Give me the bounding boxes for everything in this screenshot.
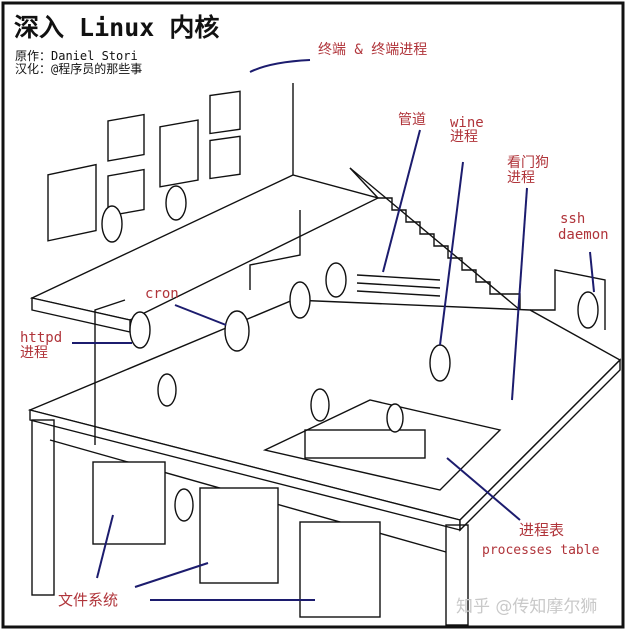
process-table-rug — [262, 399, 502, 491]
label-watchdog: 看门狗 — [507, 155, 549, 171]
terminal-screens — [47, 90, 241, 242]
leg — [445, 524, 469, 626]
watermark: 知乎 @传知摩尔狮 — [456, 597, 598, 617]
label-ssh: ssh — [560, 211, 586, 227]
label-ssh-daemon: daemon — [558, 227, 609, 243]
label-httpd: httpd — [20, 330, 63, 346]
file-cabinets — [92, 461, 381, 618]
label-wine: wine — [450, 115, 484, 131]
label-processes-table: processes table — [482, 543, 600, 558]
penguins — [101, 185, 599, 522]
leg — [31, 419, 55, 596]
label-watchdog-process: 进程 — [507, 170, 535, 186]
staircase — [349, 167, 521, 310]
pipes — [356, 274, 441, 297]
credit-original: 原作：Daniel Stori — [15, 49, 138, 63]
label-terminals: 终端 & 终端进程 — [318, 42, 428, 58]
label-cron: cron — [145, 286, 179, 302]
label-process-table: 进程表 — [519, 521, 565, 539]
label-pipe: 管道 — [398, 112, 426, 128]
credit-translation: 汉化：@程序员的那些事 — [15, 62, 143, 76]
upper-platform — [29, 174, 380, 321]
label-wine-process: 进程 — [450, 129, 478, 145]
pointer-lines — [72, 59, 595, 601]
label-filesystem: 文件系统 — [58, 591, 119, 609]
process-table — [304, 429, 426, 459]
label-httpd-process: 进程 — [20, 345, 48, 361]
page-title: 深入 Linux 内核 — [14, 13, 220, 42]
